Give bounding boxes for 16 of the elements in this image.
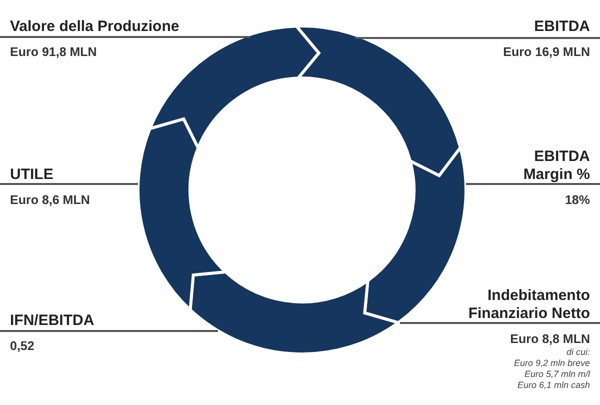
metric-title: EBITDA Margin % <box>522 148 590 184</box>
metric-title: UTILE <box>10 166 54 184</box>
metric-value: Euro 91,8 MLN <box>10 44 97 60</box>
metric-title: IFN/EBITDA <box>10 312 94 330</box>
metric-title: EBITDA <box>534 18 590 36</box>
metric-value: 18% <box>564 192 590 208</box>
note-text: Euro 9,2 mln breve <box>514 358 590 369</box>
note-text: Euro 6,1 mln cash <box>517 380 590 391</box>
note-text: Euro 5,7 mln m/l <box>524 369 590 380</box>
metric-value: 0,52 <box>10 338 34 354</box>
metric-title: Indebitamento Finanziario Netto <box>467 287 590 323</box>
metric-value: Euro 8,8 MLN <box>510 331 590 347</box>
metric-title: Valore della Produzione <box>10 18 180 36</box>
metric-value: Euro 16,9 MLN <box>503 44 590 60</box>
note-text: di cui: <box>566 347 590 358</box>
metric-value: Euro 8,6 MLN <box>10 192 90 208</box>
